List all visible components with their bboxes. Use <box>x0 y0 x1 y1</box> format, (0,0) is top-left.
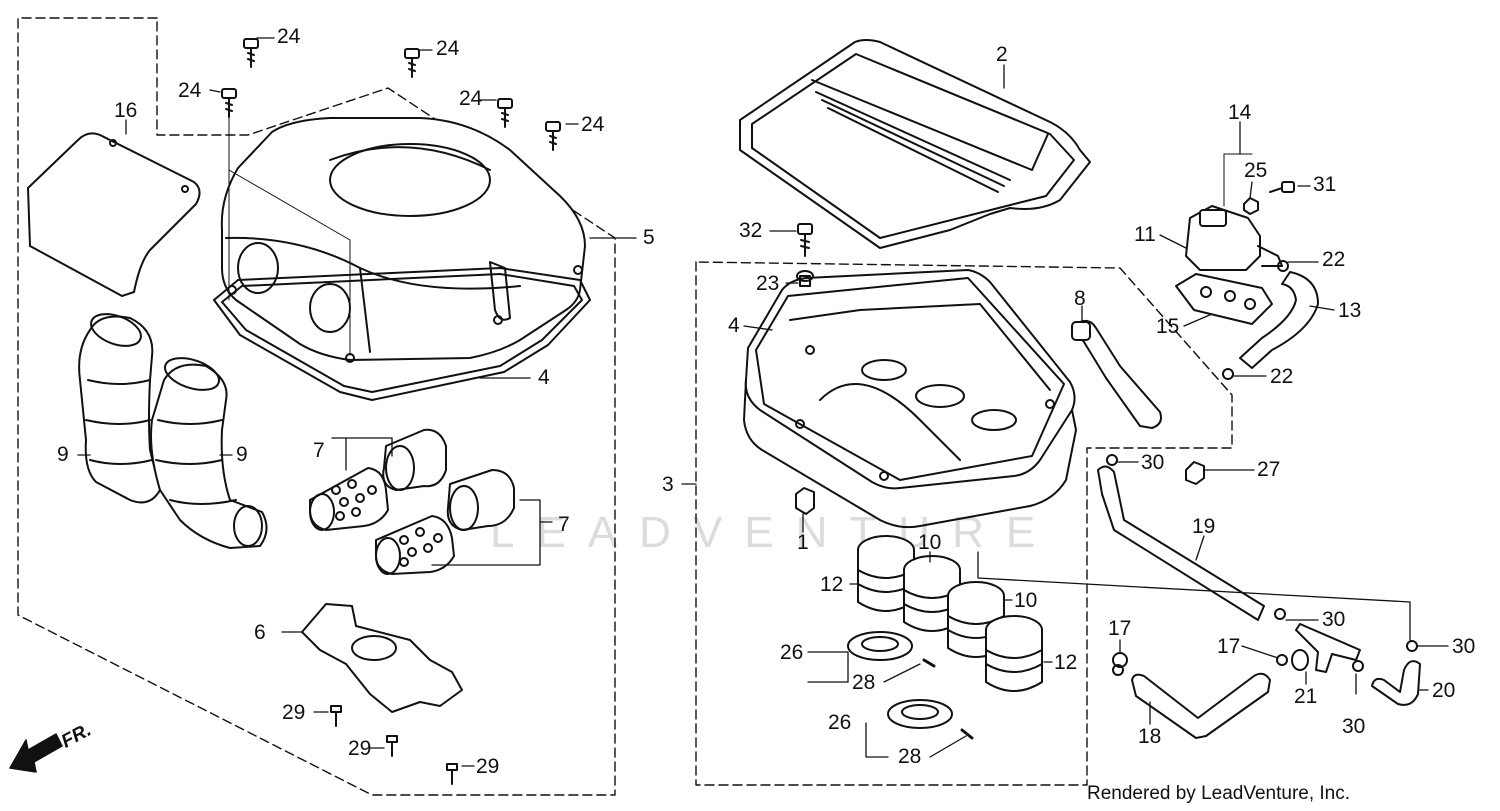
screw-29-icons <box>330 705 458 785</box>
gasket-4-left-icon <box>213 265 591 401</box>
callout-3: 3 <box>662 473 674 496</box>
callout-7: 7 <box>558 513 570 536</box>
callout-21: 21 <box>1294 685 1318 708</box>
callout-29: 29 <box>282 701 306 724</box>
callout-24: 24 <box>277 25 301 48</box>
callout-7: 7 <box>313 439 325 462</box>
hose-18-icon <box>1131 672 1271 739</box>
callout-23: 23 <box>756 272 780 295</box>
screw-28-icons <box>922 658 974 740</box>
callout-32: 32 <box>739 219 763 242</box>
three-way-joint-21-icon <box>1291 623 1361 673</box>
clip-17-icons <box>1112 652 1128 676</box>
front-direction-arrow-icon <box>9 733 63 773</box>
callout-28: 28 <box>852 671 876 694</box>
callout-15: 15 <box>1156 315 1180 338</box>
callout-13: 13 <box>1338 299 1362 322</box>
callout-10: 10 <box>1014 589 1038 612</box>
callout-4: 4 <box>538 366 550 389</box>
callout-22: 22 <box>1322 248 1346 271</box>
right-assembly-boundary <box>695 261 1233 786</box>
callout-31: 31 <box>1313 173 1337 196</box>
band-seat-26-icons <box>847 631 953 729</box>
callout-20: 20 <box>1432 679 1456 702</box>
callout-11: 11 <box>1134 223 1156 246</box>
callout-30: 30 <box>1342 715 1366 738</box>
callout-2: 2 <box>996 43 1008 66</box>
callout-19: 19 <box>1192 515 1216 538</box>
callout-24: 24 <box>178 79 202 102</box>
callout-28: 28 <box>898 745 922 768</box>
callout-29: 29 <box>476 755 500 778</box>
clip-30-icons <box>1106 454 1418 672</box>
clip-22-icons <box>1222 260 1289 380</box>
callout-18: 18 <box>1138 725 1162 748</box>
callout-24: 24 <box>436 37 460 60</box>
hose-20-icon <box>1371 660 1421 706</box>
air-cleaner-cover-5-icon <box>220 117 586 361</box>
callout-4: 4 <box>728 314 740 337</box>
callout-26: 26 <box>828 711 852 734</box>
left-assembly-boundary <box>17 17 616 796</box>
nut-1-icon <box>795 487 815 515</box>
callout-10: 10 <box>918 531 942 554</box>
nut-25-icon <box>1243 197 1259 215</box>
render-credit: Rendered by LeadVenture, Inc. <box>1087 783 1351 804</box>
tube-19-icon <box>1097 465 1265 621</box>
drain-tube-8-icon <box>1071 319 1162 429</box>
intake-joint-10-12-icons <box>857 535 1043 692</box>
callout-12: 12 <box>1054 651 1078 674</box>
callout-17: 17 <box>1217 635 1241 658</box>
air-cleaner-case-3-icon <box>743 269 1077 529</box>
callout-17: 17 <box>1108 617 1132 640</box>
callout-27: 27 <box>1257 458 1281 481</box>
callout-9: 9 <box>236 443 248 466</box>
screw-31-icon <box>1269 181 1295 193</box>
filter-element-7-icons <box>309 428 515 575</box>
callout-5: 5 <box>643 226 655 249</box>
nut-27-icon <box>1185 461 1205 485</box>
callout-30: 30 <box>1322 608 1346 631</box>
hose-13-icon <box>1239 271 1319 369</box>
callout-14: 14 <box>1228 101 1252 124</box>
callout-30: 30 <box>1452 635 1476 658</box>
callout-1: 1 <box>797 531 809 554</box>
callout-8: 8 <box>1074 287 1086 310</box>
leader-lines <box>77 37 1449 767</box>
bolt-32-icon <box>797 223 813 257</box>
bolt-24-icons <box>221 38 561 356</box>
callout-24: 24 <box>459 87 483 110</box>
protector-plate-16-icon <box>27 132 201 297</box>
callout-30: 30 <box>1141 451 1165 474</box>
callout-24: 24 <box>581 113 605 136</box>
holder-6-icon <box>301 603 463 713</box>
callout-22: 22 <box>1270 365 1294 388</box>
watermark: LEADVENTURE <box>490 508 1058 557</box>
callout-26: 26 <box>780 641 804 664</box>
callout-25: 25 <box>1244 159 1268 182</box>
callout-6: 6 <box>254 621 266 644</box>
callout-12: 12 <box>820 573 844 596</box>
air-filter-element-2-icon <box>739 39 1091 249</box>
callout-16: 16 <box>114 99 138 122</box>
funnel-9-icons <box>78 313 268 549</box>
callout-29: 29 <box>348 737 372 760</box>
valve-assembly-14-icon <box>1175 153 1283 325</box>
callout-9: 9 <box>57 443 69 466</box>
